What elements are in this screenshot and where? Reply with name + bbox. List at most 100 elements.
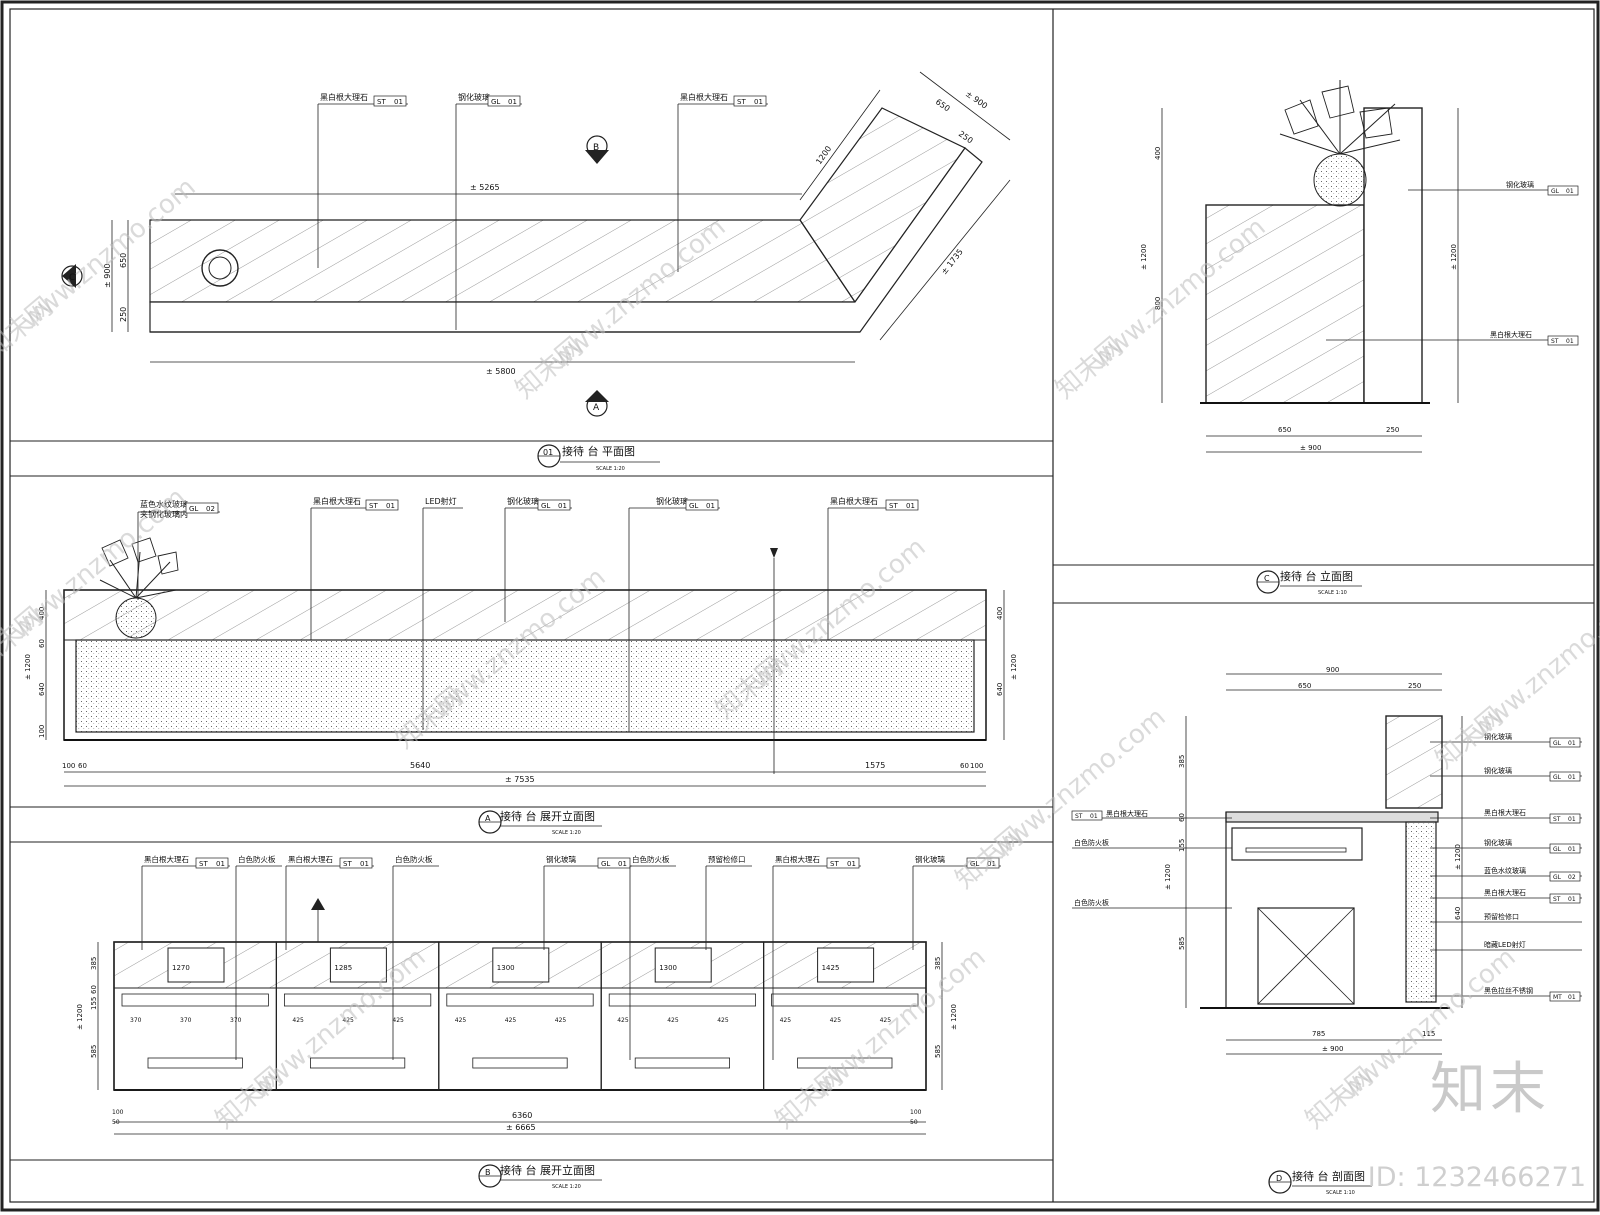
elev-a-dim-l100: 100: [62, 762, 75, 770]
elev-b-tag-3: 白色防火板: [392, 854, 439, 1060]
elev-a-dim-5640: 5640: [410, 761, 430, 770]
elev-b-sub-label: 425: [392, 1017, 404, 1024]
svg-text:C: C: [1264, 574, 1270, 583]
elev-b-dim-total: ± 6665: [506, 1123, 536, 1132]
svg-text:白色防火板: 白色防火板: [1074, 898, 1109, 907]
svg-text:接待 台 展开立面图: 接待 台 展开立面图: [500, 809, 595, 823]
svg-text:155: 155: [90, 997, 98, 1010]
svg-text:接待 台 剖面图: 接待 台 剖面图: [1292, 1169, 1365, 1183]
svg-text:黑白根大理石: 黑白根大理石: [288, 854, 333, 864]
elev-a-dim-r100: 100: [970, 762, 983, 770]
elev-b-window: [817, 947, 875, 983]
svg-text:GL: GL: [1553, 740, 1562, 747]
svg-text:GL: GL: [1553, 846, 1562, 853]
svg-text:黑白根大理石: 黑白根大理石: [1490, 330, 1532, 339]
svg-text:ST: ST: [737, 98, 746, 106]
flower-vase-c-icon: [1279, 80, 1401, 207]
svg-text:01: 01: [543, 448, 553, 457]
svg-text:800: 800: [1154, 297, 1162, 310]
svg-text:± 1200: ± 1200: [76, 1004, 84, 1030]
svg-text:60: 60: [38, 639, 46, 648]
svg-text:ST: ST: [889, 502, 898, 510]
plan-dim-1200: 1200: [814, 144, 833, 166]
svg-text:SCALE 1:10: SCALE 1:10: [1318, 590, 1347, 596]
svg-text:钢化玻璃: 钢化玻璃: [546, 854, 576, 864]
elev-a-tag-5: 黑白根大理石 ST 01: [827, 496, 919, 640]
svg-text:± 1200: ± 1200: [1454, 844, 1462, 870]
section-marker-c: C: [61, 264, 83, 288]
elevation-a-view: 5640 1575 100 60 60 100 ± 7535 400 60 64…: [24, 496, 1018, 836]
svg-text:钢化玻璃: 钢化玻璃: [915, 854, 945, 864]
svg-text:GL: GL: [1553, 874, 1562, 881]
elev-b-dim-6360: 6360: [512, 1111, 532, 1120]
svg-text:01: 01: [847, 860, 856, 868]
svg-text:± 900: ± 900: [1322, 1045, 1343, 1053]
svg-text:01: 01: [216, 860, 225, 868]
elev-b-cell-label: 1425: [822, 964, 840, 972]
elev-b-tag-5: 白色防火板: [629, 854, 676, 1060]
flower-vase-icon: [99, 537, 179, 639]
elev-b-cell: [762, 941, 927, 1091]
elev-b-cell-label: 1285: [334, 964, 352, 972]
drawer-handle: [634, 1057, 731, 1069]
svg-text:385: 385: [1178, 755, 1186, 768]
svg-text:暗藏LED射灯: 暗藏LED射灯: [1484, 940, 1526, 949]
plan-dim-650: 650: [119, 253, 128, 268]
svg-text:黑白根大理石: 黑白根大理石: [680, 92, 728, 102]
svg-text:ST: ST: [199, 860, 208, 868]
elev-b-window: [492, 947, 550, 983]
elev-b-sub-label: 425: [555, 1017, 567, 1024]
watermark-cn: 知末网: [510, 332, 589, 405]
elev-b-sub-label: 425: [880, 1017, 892, 1024]
svg-text:黑白根大理石: 黑白根大理石: [313, 496, 361, 506]
svg-text:黑色拉丝不锈钢: 黑色拉丝不锈钢: [1484, 986, 1533, 995]
plan-dim-900-diag: ± 900: [964, 89, 989, 110]
watermark-cn: 知末网: [1300, 1062, 1379, 1135]
svg-text:B: B: [485, 1168, 491, 1177]
plan-dim-250: 250: [119, 307, 128, 322]
svg-text:01: 01: [906, 502, 915, 510]
elev-a-dim-1575: 1575: [865, 761, 885, 770]
svg-text:01: 01: [1090, 813, 1098, 820]
svg-text:SCALE 1:20: SCALE 1:20: [552, 1184, 581, 1190]
elev-b-sub-label: 425: [667, 1017, 679, 1024]
svg-text:黑白根大理石: 黑白根大理石: [830, 496, 878, 506]
drawer-handle: [472, 1057, 568, 1069]
svg-text:01: 01: [558, 502, 567, 510]
svg-text:115: 115: [1422, 1030, 1435, 1038]
svg-text:MT: MT: [1553, 994, 1562, 1001]
svg-text:ST: ST: [830, 860, 839, 868]
elev-b-sub-label: 425: [780, 1017, 792, 1024]
svg-text:± 900: ± 900: [1300, 444, 1321, 452]
svg-text:黑白根大理石: 黑白根大理石: [320, 92, 368, 102]
svg-text:100: 100: [910, 1109, 922, 1116]
svg-text:01: 01: [508, 98, 517, 106]
plan-tag-2: 黑白根大理石 ST 01: [677, 92, 768, 272]
svg-text:640: 640: [996, 683, 1004, 696]
drawer-handle: [797, 1057, 893, 1069]
drawer-handle: [309, 1057, 406, 1069]
elevation-b-view: 1270370370370128542542542513004254254251…: [76, 854, 1001, 1190]
svg-text:385: 385: [90, 957, 98, 970]
svg-text:白色防火板: 白色防火板: [395, 854, 433, 864]
svg-text:黑白根大理石: 黑白根大理石: [775, 854, 820, 864]
svg-text:GL: GL: [689, 502, 698, 510]
svg-text:640: 640: [1454, 907, 1462, 920]
svg-text:GL: GL: [1553, 774, 1562, 781]
svg-text:ST: ST: [1075, 813, 1083, 820]
brand-stamp: 知末: [1430, 1057, 1550, 1122]
svg-text:60: 60: [1178, 813, 1186, 822]
svg-text:585: 585: [934, 1045, 942, 1058]
svg-text:01: 01: [1568, 896, 1576, 903]
section-title: D 接待 台 剖面图 SCALE 1:10: [1268, 1169, 1372, 1196]
svg-text:接待 台 展开立面图: 接待 台 展开立面图: [500, 1163, 595, 1177]
svg-text:黑白根大理石: 黑白根大理石: [1484, 888, 1526, 897]
elev-a-tag-3: 钢化玻璃 GL 01: [504, 496, 572, 622]
